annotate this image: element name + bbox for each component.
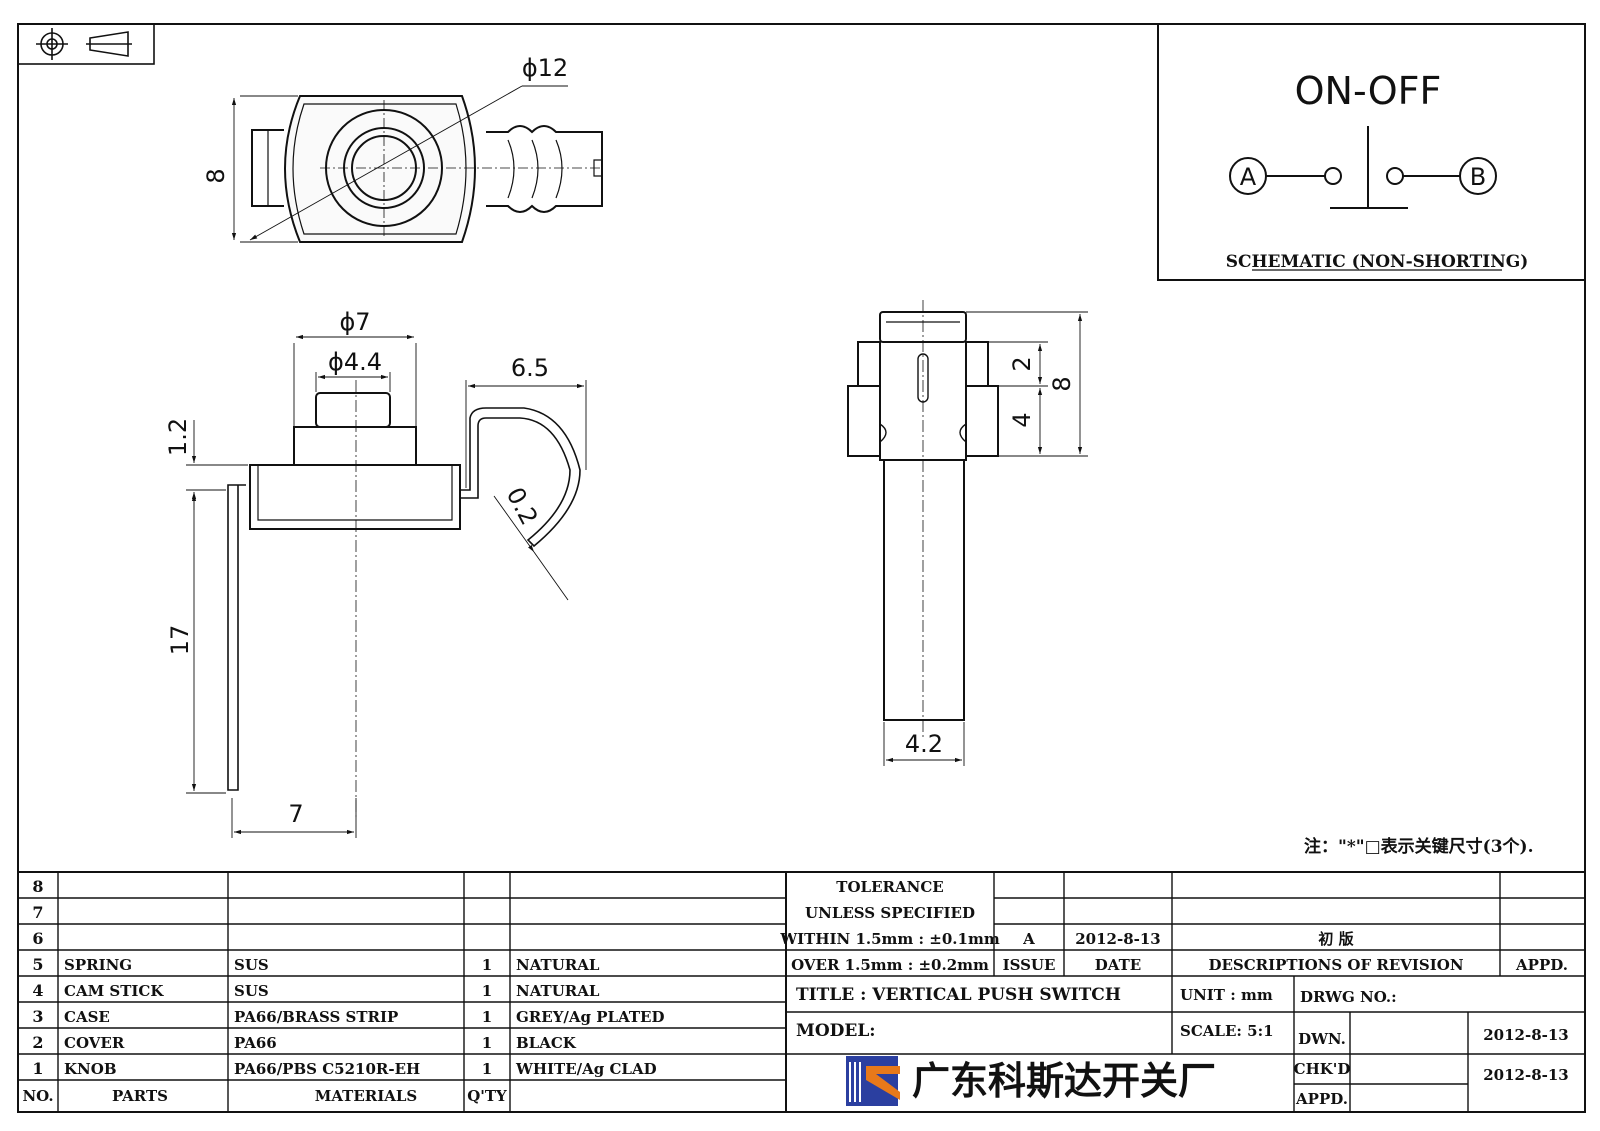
- dim-side-8: 8: [1048, 376, 1076, 391]
- bom-part: CAM STICK: [64, 982, 164, 1000]
- bom-finish: NATURAL: [516, 982, 600, 1000]
- bom-index: 8: [32, 877, 43, 896]
- drawn-label: DWN.: [1298, 1030, 1346, 1048]
- description-label: DESCRIPTIONS OF REVISION: [1208, 956, 1463, 974]
- drawn-date: 2012-8-13: [1483, 1026, 1569, 1044]
- issue-label: ISSUE: [1003, 956, 1056, 974]
- drawing-title: TITLE : VERTICAL PUSH SWITCH: [796, 985, 1121, 1005]
- bom-material: PA66/BRASS STRIP: [234, 1008, 398, 1026]
- bom-index: 7: [32, 903, 43, 922]
- bom-qty: 1: [482, 1008, 492, 1026]
- bom-index: 5: [32, 955, 43, 974]
- scale-label: SCALE: 5:1: [1180, 1022, 1274, 1040]
- revision-description: 初 版: [1318, 930, 1353, 948]
- approved-label: APPD.: [1295, 1090, 1348, 1108]
- projection-symbol-icon: [17, 23, 155, 65]
- bom-material: SUS: [234, 982, 269, 1000]
- bom-qty: 1: [482, 956, 492, 974]
- checked-date: 2012-8-13: [1483, 1066, 1569, 1084]
- bom-material: PA66/PBS C5210R-EH: [234, 1060, 420, 1078]
- tolerance-over: OVER 1.5mm : ±0.2mm: [791, 956, 989, 974]
- tolerance-within: WITHIN 1.5mm : ±0.1mm: [779, 930, 1000, 948]
- appd-label: APPD.: [1515, 956, 1568, 974]
- bom-index: 6: [32, 929, 43, 948]
- side-view: [847, 300, 1088, 766]
- checked-label: CHK'D: [1294, 1060, 1351, 1078]
- bom-rows: SPRING SUS 1 NATURAL CAM STICK SUS 1 NAT…: [22, 956, 664, 1105]
- dim-lead-length: 17: [166, 625, 194, 656]
- dim-thickness: 0.2: [501, 483, 544, 530]
- schematic-caption: SCHEMATIC (NON-SHORTING): [1226, 252, 1529, 272]
- front-view: [186, 334, 587, 838]
- schematic-title: ON-OFF: [1295, 69, 1442, 113]
- dim-top-diameter: ϕ12: [522, 54, 568, 82]
- bom-header-parts: PARTS: [112, 1087, 168, 1105]
- dim-reach: 6.5: [511, 354, 549, 382]
- bom-index: 4: [32, 981, 43, 1000]
- bom-finish: WHITE/Ag CLAD: [515, 1060, 657, 1078]
- top-view: [231, 85, 603, 243]
- model-label: MODEL:: [796, 1021, 876, 1041]
- date-label: DATE: [1095, 956, 1141, 974]
- schematic-box: [1157, 23, 1586, 281]
- dim-side-2: 2: [1008, 356, 1036, 371]
- dim-side-4: 4: [1008, 412, 1036, 427]
- tolerance-heading: TOLERANCE: [836, 878, 943, 896]
- bom-table: [18, 871, 1585, 1112]
- bom-material: SUS: [234, 956, 269, 974]
- terminal-b-label: B: [1470, 163, 1486, 191]
- tolerance-unless: UNLESS SPECIFIED: [805, 904, 975, 922]
- drawing-note: 注："*"□表示关键尺寸(3个).: [1304, 836, 1534, 857]
- dim-inner-diameter: ϕ4.4: [328, 348, 382, 376]
- title-block-text: TOLERANCE UNLESS SPECIFIED WITHIN 1.5mm …: [779, 878, 1568, 1108]
- bom-qty: 1: [482, 1060, 492, 1078]
- bom-row-numbers: 8 7 6 5 4 3 2 1: [32, 877, 43, 1078]
- bom-finish: NATURAL: [516, 956, 600, 974]
- bom-part: CASE: [64, 1008, 110, 1026]
- company-logo-icon: [846, 1056, 900, 1106]
- bom-header-qty: Q'TY: [467, 1087, 507, 1105]
- bom-qty: 1: [482, 1034, 492, 1052]
- bom-part: SPRING: [64, 956, 132, 974]
- bom-finish: GREY/Ag PLATED: [516, 1008, 665, 1026]
- dim-top-height: 8: [202, 168, 230, 183]
- drawing-number-label: DRWG NO.:: [1300, 988, 1397, 1006]
- bom-part: COVER: [64, 1034, 125, 1052]
- dim-side-width: 4.2: [905, 730, 943, 758]
- company-name: 广东科斯达开关厂: [912, 1059, 1216, 1103]
- bom-material: PA66: [234, 1034, 277, 1052]
- sheet-border: [17, 23, 1586, 1113]
- bom-header-no: NO.: [22, 1087, 53, 1105]
- bom-part: KNOB: [64, 1060, 117, 1078]
- revision-date: 2012-8-13: [1075, 930, 1161, 948]
- title-block: [786, 872, 1585, 1112]
- bom-header-materials: MATERIALS: [315, 1087, 418, 1105]
- bom-qty: 1: [482, 982, 492, 1000]
- revision-issue: A: [1022, 930, 1035, 948]
- bom-finish: BLACK: [516, 1034, 577, 1052]
- bom-index: 1: [32, 1059, 43, 1078]
- terminal-a-label: A: [1240, 163, 1257, 191]
- unit-label: UNIT : mm: [1180, 986, 1273, 1004]
- dim-knob-height: 1.2: [164, 418, 192, 456]
- bom-index: 3: [32, 1007, 43, 1026]
- dim-lead-offset: 7: [288, 800, 303, 828]
- bom-index: 2: [32, 1033, 43, 1052]
- dim-outer-diameter: ϕ7: [339, 308, 370, 336]
